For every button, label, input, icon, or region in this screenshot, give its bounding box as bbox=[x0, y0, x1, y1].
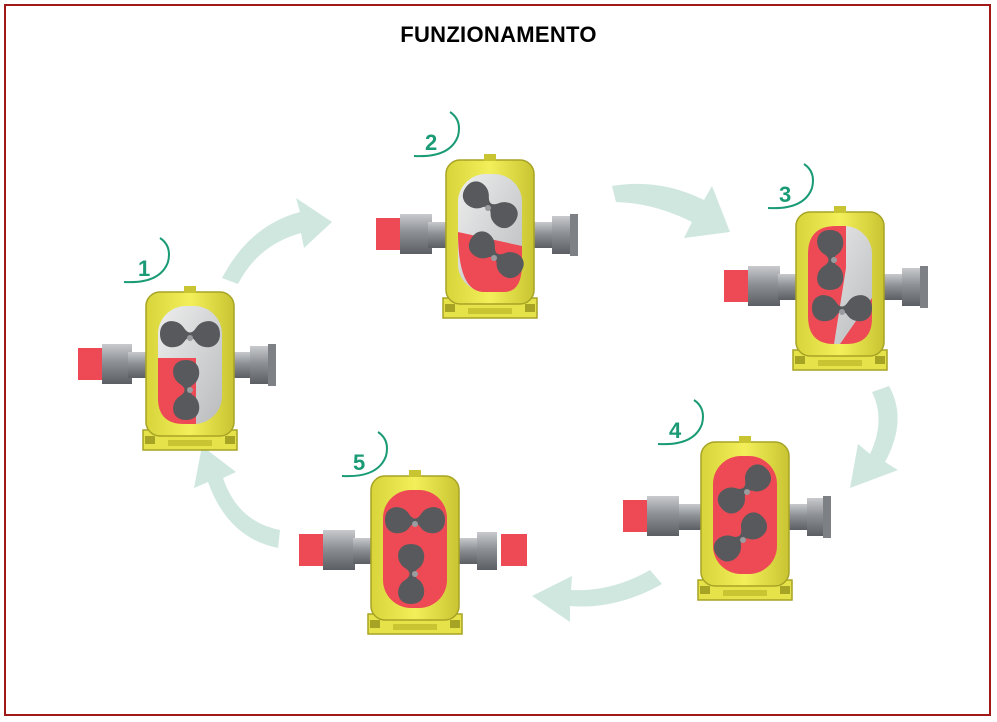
flow-arrow-2-to-3 bbox=[612, 183, 730, 238]
svg-text:3: 3 bbox=[779, 182, 791, 207]
pump-step-1 bbox=[78, 285, 276, 451]
step-number-2: 2 bbox=[413, 111, 460, 158]
page-title: FUNZIONAMENTO bbox=[400, 22, 597, 47]
pump-step-2 bbox=[376, 153, 578, 319]
flow-arrow-3-to-4 bbox=[850, 386, 898, 488]
step-number-4: 4 bbox=[657, 399, 704, 446]
svg-text:5: 5 bbox=[353, 450, 365, 475]
step-number-1: 1 bbox=[123, 237, 170, 284]
svg-text:4: 4 bbox=[669, 418, 682, 443]
svg-text:1: 1 bbox=[138, 256, 150, 281]
flow-arrow-4-to-5 bbox=[532, 570, 662, 622]
pump-step-4 bbox=[623, 435, 831, 601]
flow-arrow-5-to-1 bbox=[194, 446, 280, 548]
pump-step-3 bbox=[724, 205, 928, 371]
svg-text:2: 2 bbox=[425, 130, 437, 155]
step-number-3: 3 bbox=[767, 163, 814, 210]
flow-arrow-1-to-2 bbox=[222, 198, 332, 284]
pump-step-5 bbox=[299, 469, 527, 635]
step-number-5: 5 bbox=[341, 431, 388, 478]
